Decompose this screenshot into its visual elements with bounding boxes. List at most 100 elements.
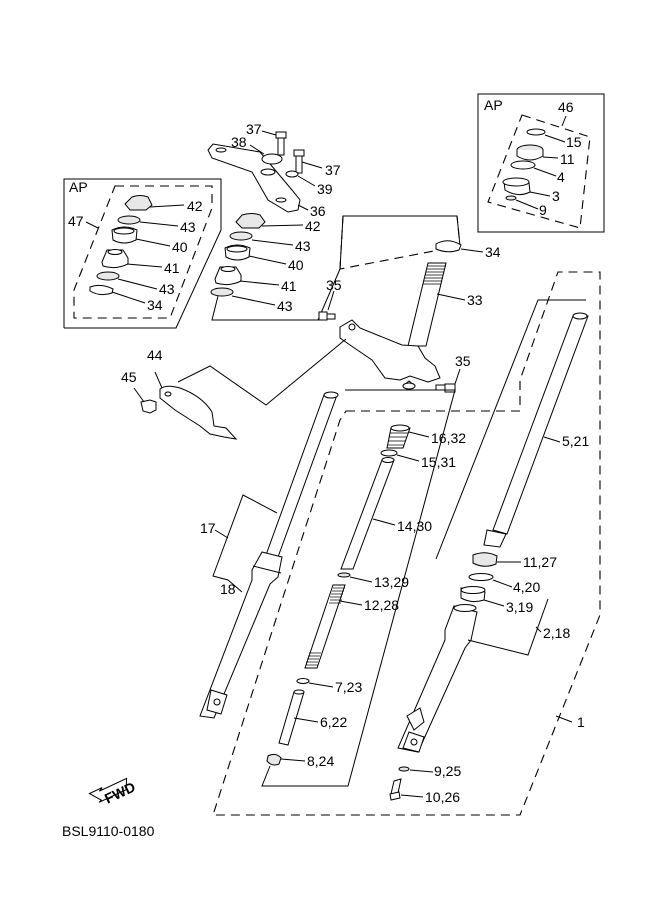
left-fork-leg: 17 18 [199,391,339,719]
forward-arrow: FWD [88,777,138,807]
callout-1: 1 [577,714,585,730]
callout-9-25: 9,25 [434,763,461,779]
ball-race-43-icon [229,231,253,241]
ap-kit-47-box: AP 47 42 43 40 41 43 34 [63,178,222,329]
rebound-spring-icon [266,753,282,766]
callout-11-27: 11,27 [523,554,557,570]
ap-label-left: AP [69,179,88,195]
o-ring-icon [510,160,536,170]
callout-45: 45 [121,369,137,385]
callout-33: 33 [467,292,483,308]
callout-7-23: 7,23 [335,679,362,695]
lower-race-icon [101,249,129,269]
callout-43a: 43 [180,219,196,235]
callout-37a: 37 [246,121,262,137]
damper-washer-icon [261,153,283,165]
damper-internal-group: 16,32 15,31 14,30 13,29 12,28 7,23 [212,271,601,816]
callout-10-26: 10,26 [425,789,460,805]
callout-16-32: 16,32 [431,430,466,446]
callout-41b: 41 [281,278,297,294]
callout-40b: 40 [288,257,304,273]
diagram-code: BSL9110-0180 [62,823,155,839]
ball-race-icon-2 [96,271,120,281]
fork-assembly-dashed-outline [212,271,601,816]
right-fork-leg: 5,21 11,27 4,20 3,19 2,18 9,25 10,26 [389,299,589,805]
ring-nut-icon [124,195,153,211]
ap-kit-46-box: AP 46 15 11 4 3 9 [477,93,605,233]
ap-box-frame-left [63,178,222,329]
steering-bearing-stack: 42 43 40 41 43 [210,213,341,321]
callout-4: 4 [557,169,565,185]
nipple-45-icon [140,399,157,414]
spacer-pipe-icon [340,459,395,570]
callout-38: 38 [231,134,247,150]
fwd-arrow-icon [88,777,128,803]
oil-seal-clip-icon [526,128,546,136]
callout-12-28: 12,28 [364,597,399,613]
inner-tube-right-icon [492,315,589,535]
callout-41: 41 [164,260,180,276]
callout-5-21: 5,21 [562,433,589,449]
callout-42b: 42 [305,218,321,234]
callout-43c: 43 [295,238,311,254]
callout-34b: 34 [485,244,501,260]
callout-44: 44 [147,347,163,363]
callout-39: 39 [317,181,333,197]
callout-47: 47 [68,213,84,229]
bolt-37a-icon [275,131,287,139]
fwd-label: FWD [102,779,138,807]
outer-tube-right-icon [397,605,478,753]
callout-43b: 43 [159,281,175,297]
ap-label: AP [484,97,503,113]
ap-box-frame [477,93,605,233]
callout-35b: 35 [455,353,471,369]
callout-42a: 42 [187,198,203,214]
lower-race-41-icon [214,266,242,286]
callout-15: 15 [566,134,582,150]
fork-spring-icon [304,584,346,669]
o-ring-4-icon [468,573,494,581]
washer-9-icon [398,766,410,772]
ball-race-43b-icon [210,287,234,297]
o-ring-15-icon [380,449,398,457]
callout-37b: 37 [325,162,341,178]
callout-4-20: 4,20 [513,579,540,595]
callout-2-18: 2,18 [543,625,570,641]
callout-6-22: 6,22 [320,714,347,730]
callout-14-30: 14,30 [397,518,432,534]
callout-11: 11 [560,151,575,167]
washer-13-icon [337,572,351,578]
cover-plate-icon [159,385,238,440]
dust-seal-34-icon [435,240,462,253]
callout-34a: 34 [147,297,163,313]
ball-race-icon [117,215,141,225]
washer-icon [505,195,517,201]
oil-seal-11-icon [472,552,498,567]
callout-15-31: 15,31 [421,454,456,470]
washer-39-icon [285,170,299,178]
bolt-35a-icon [318,311,328,321]
callout-9: 9 [539,202,547,218]
callout-43d: 43 [277,298,293,314]
kit-46-dashed-group [487,114,591,229]
callout-13-29: 13,29 [374,574,409,590]
bolt-35b-icon [444,383,456,393]
ring-7-icon [296,678,310,684]
handle-crown-bracket-icon [207,143,301,213]
kit-47-dashed-group [73,185,213,319]
bolt-37b-icon [293,149,305,157]
callout-3: 3 [552,188,560,204]
outer-tube-left-icon [199,551,283,719]
ring-nut-42-icon [235,213,266,229]
handle-holder-group: 38 37 37 39 36 [207,121,341,219]
steering-stem-icon [407,262,447,347]
damper-rod-icon [278,691,305,746]
drain-bolt-icon [390,778,402,795]
callout-46: 46 [558,99,574,115]
callout-8-24: 8,24 [307,753,334,769]
callout-35a: 35 [326,277,342,293]
inner-tube-left-icon [265,394,338,558]
callout-17: 17 [200,520,216,536]
steering-stem-group: 34 33 35 35 [177,215,501,406]
